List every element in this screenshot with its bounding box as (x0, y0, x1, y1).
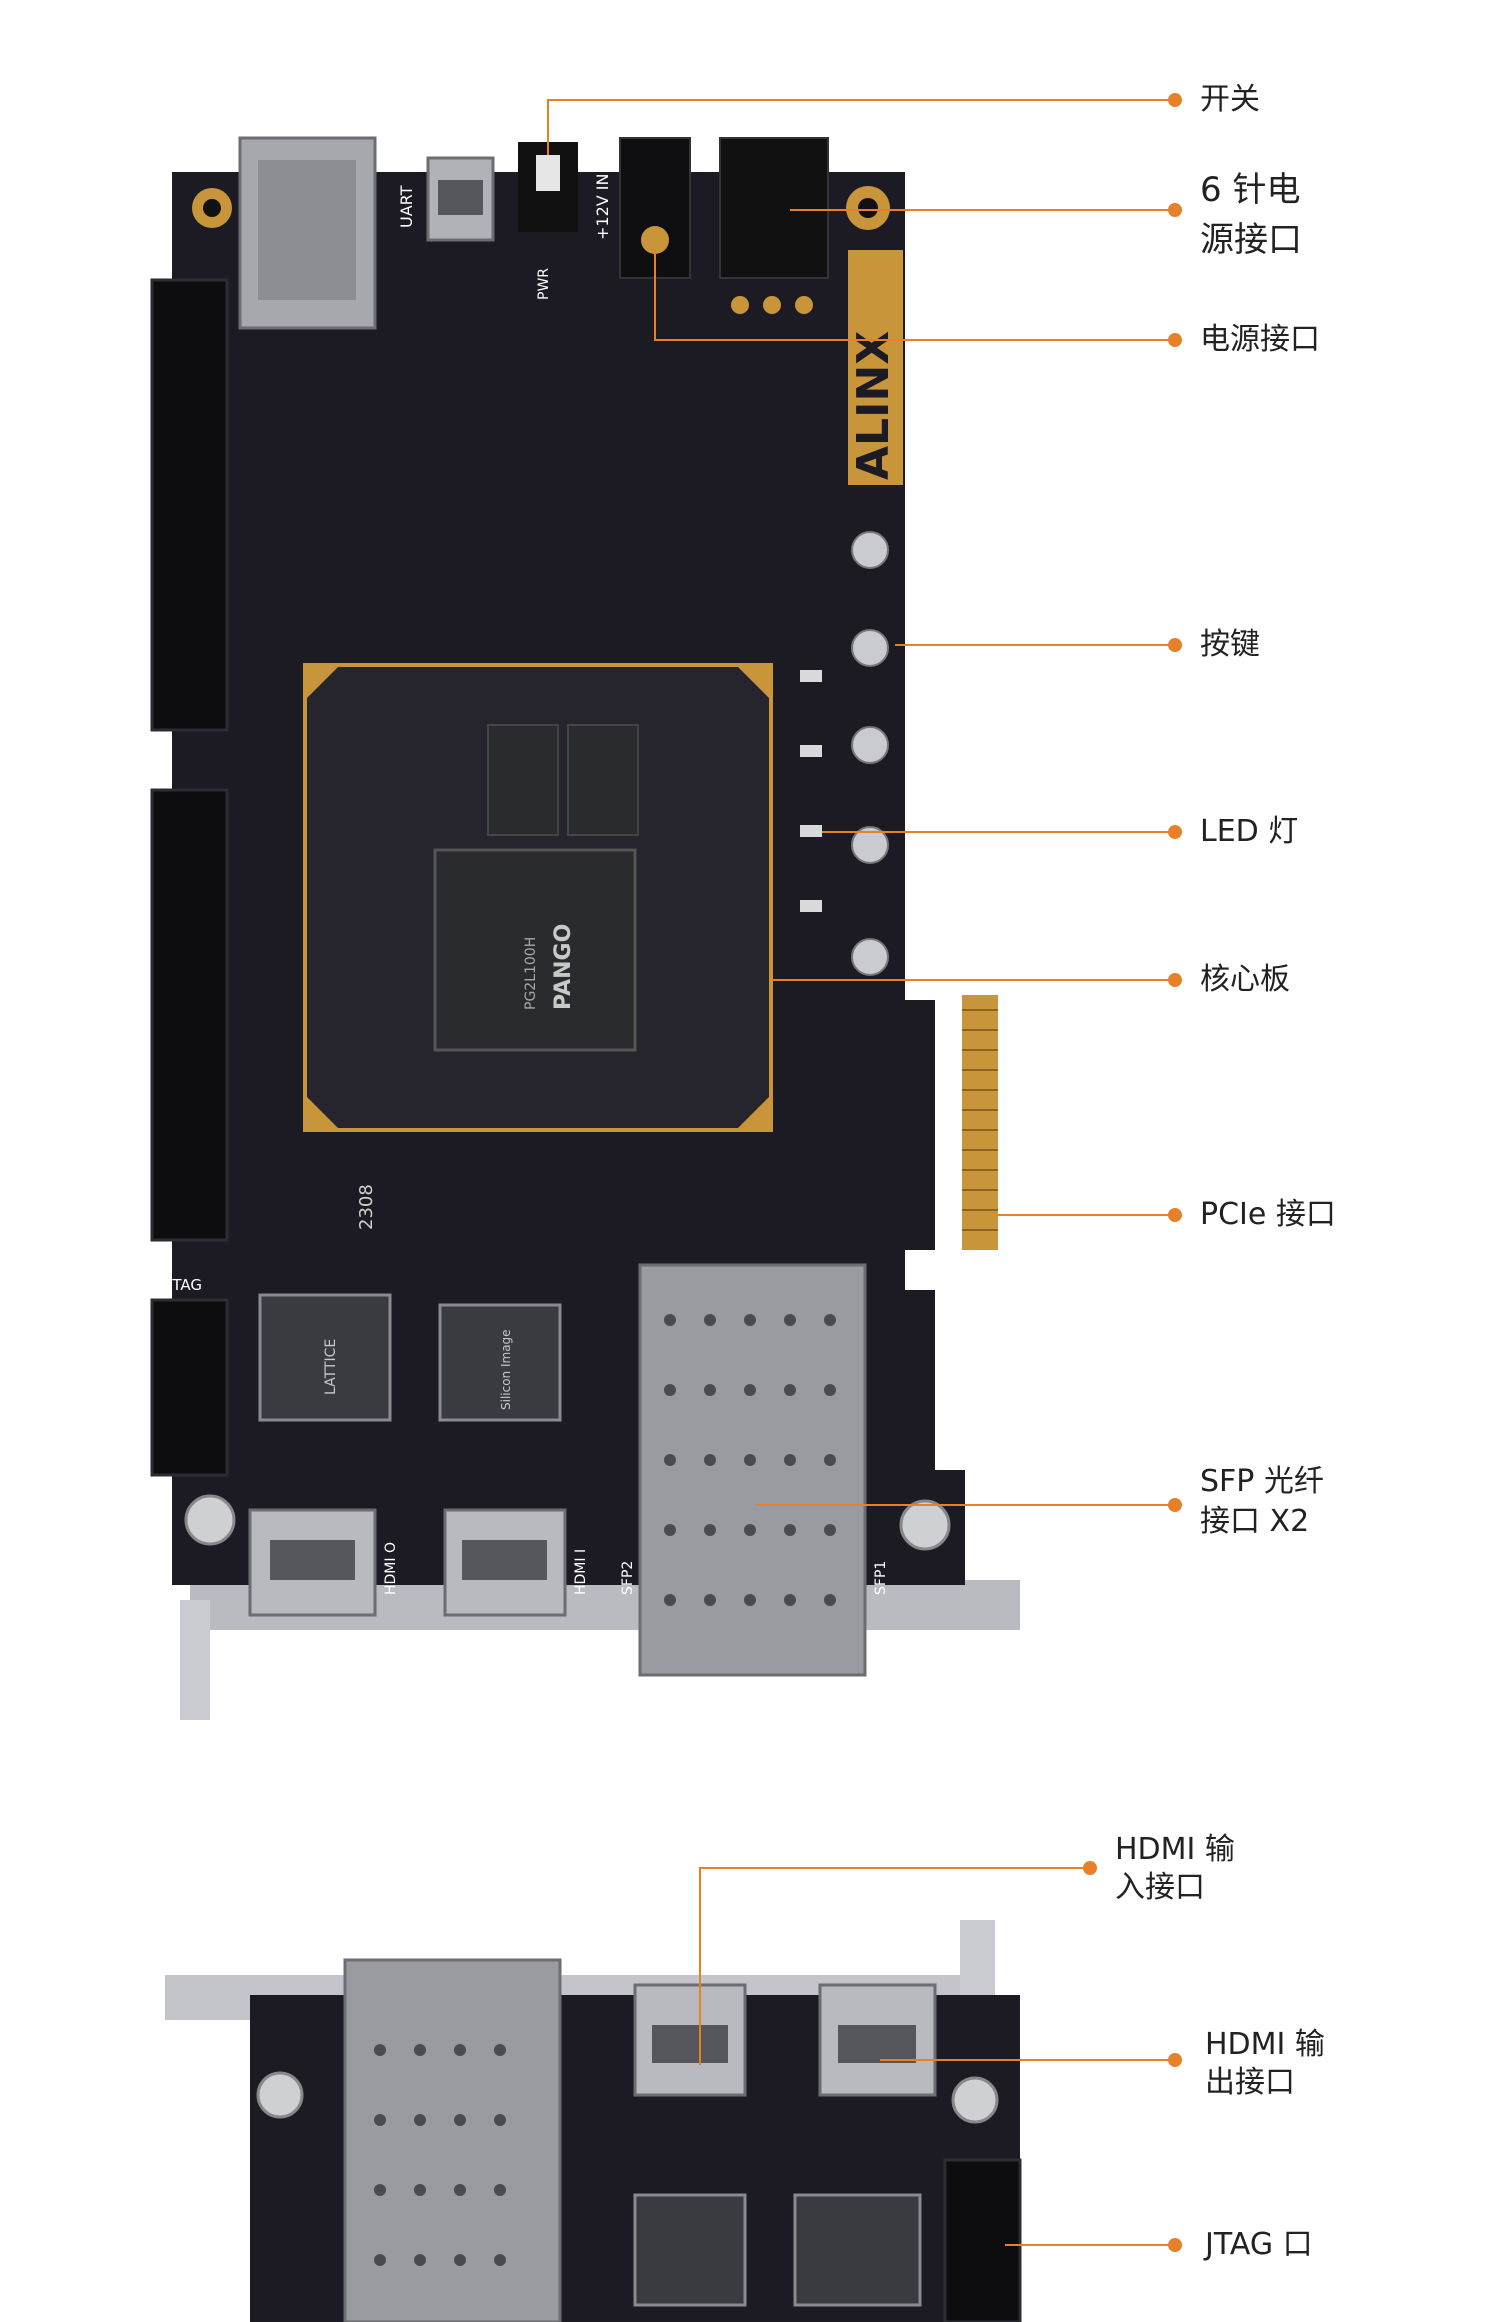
power-in-marking: +12V IN (593, 174, 612, 240)
expansion-header-1 (150, 278, 229, 732)
bottom-lattice-chip (793, 2193, 922, 2307)
bottom-silicon-image-chip (633, 2193, 747, 2307)
six-pin-power-header (719, 137, 829, 279)
mounting-screw-icon (256, 2071, 304, 2119)
hdmi-out-marking: HDMI O (383, 1542, 399, 1595)
callout-lines (547, 99, 1172, 2246)
callout-sfp-line2: 接口 X2 (1200, 1504, 1310, 1539)
hdmi-in-marking: HDMI I (573, 1549, 589, 1595)
callout-six-pin-power-line2: 源接口 (1200, 220, 1302, 260)
callout-led: LED 灯 (1200, 814, 1299, 849)
sfp1-marking: SFP1 (873, 1561, 889, 1595)
callout-switch: 开关 (1200, 82, 1260, 117)
callout-six-pin-power-line1: 6 针电 (1200, 170, 1301, 210)
lattice-marking: LATTICE (323, 1339, 339, 1395)
mounting-screw-icon (951, 2076, 999, 2124)
callout-hdmi-out-line1: HDMI 输 (1205, 2027, 1325, 2062)
brand-stripe (848, 250, 903, 485)
leds (800, 670, 822, 912)
bottom-board-photo (165, 1920, 1022, 2322)
sfp-cage (638, 1263, 867, 1677)
pwr-marking: PWR (536, 268, 552, 300)
silicon-image-chip (438, 1303, 562, 1422)
uart-marking: UART (397, 185, 416, 228)
mounting-screw-icon (899, 1499, 951, 1551)
fpga-brand-marking: PANGO (551, 924, 576, 1010)
fpga-part-marking: PG2L100H (523, 937, 539, 1010)
brand-text: ALINX (848, 331, 899, 480)
fpga-chip (433, 848, 637, 1052)
silicon-image-marking: Silicon Image (499, 1329, 513, 1410)
callout-pcie: PCIe 接口 (1200, 1197, 1336, 1232)
bracket-tab (180, 1600, 210, 1720)
callout-power-port: 电源接口 (1200, 322, 1320, 357)
bottom-sfp-cage (343, 1958, 562, 2322)
callout-hdmi-in-line2: 入接口 (1115, 1870, 1205, 1905)
ddr-chip (487, 724, 559, 836)
callout-jtag: JTAG 口 (1205, 2227, 1313, 2262)
bottom-jtag-header (943, 2158, 1022, 2322)
top-board-photo: ALINX UART PWR +12V IN JTAG 2308 (150, 136, 1020, 1720)
jtag-header (150, 1298, 229, 1477)
lattice-chip (258, 1293, 392, 1422)
expansion-header-2 (150, 788, 229, 1242)
board-code-marking: 2308 (356, 1184, 377, 1230)
callout-line-switch (547, 99, 1172, 155)
callout-hdmi-out-line2: 出接口 (1205, 2065, 1295, 2100)
sfp2-marking: SFP2 (620, 1561, 636, 1595)
callout-dots (1083, 93, 1182, 2252)
callout-hdmi-in-line1: HDMI 输 (1115, 1832, 1235, 1867)
callout-line-hdmi-in (699, 1867, 1088, 2065)
callout-keys: 按键 (1200, 627, 1260, 662)
key-buttons (851, 531, 889, 976)
pcie-gold-fingers (962, 995, 998, 1250)
callout-sfp-line1: SFP 光纤 (1200, 1464, 1324, 1499)
ddr-chip (567, 724, 639, 836)
callout-line-power (654, 250, 1172, 341)
mounting-screw-icon (184, 1494, 236, 1546)
jtag-marking: JTAG (167, 1276, 202, 1294)
callout-core-board: 核心板 (1200, 962, 1290, 997)
